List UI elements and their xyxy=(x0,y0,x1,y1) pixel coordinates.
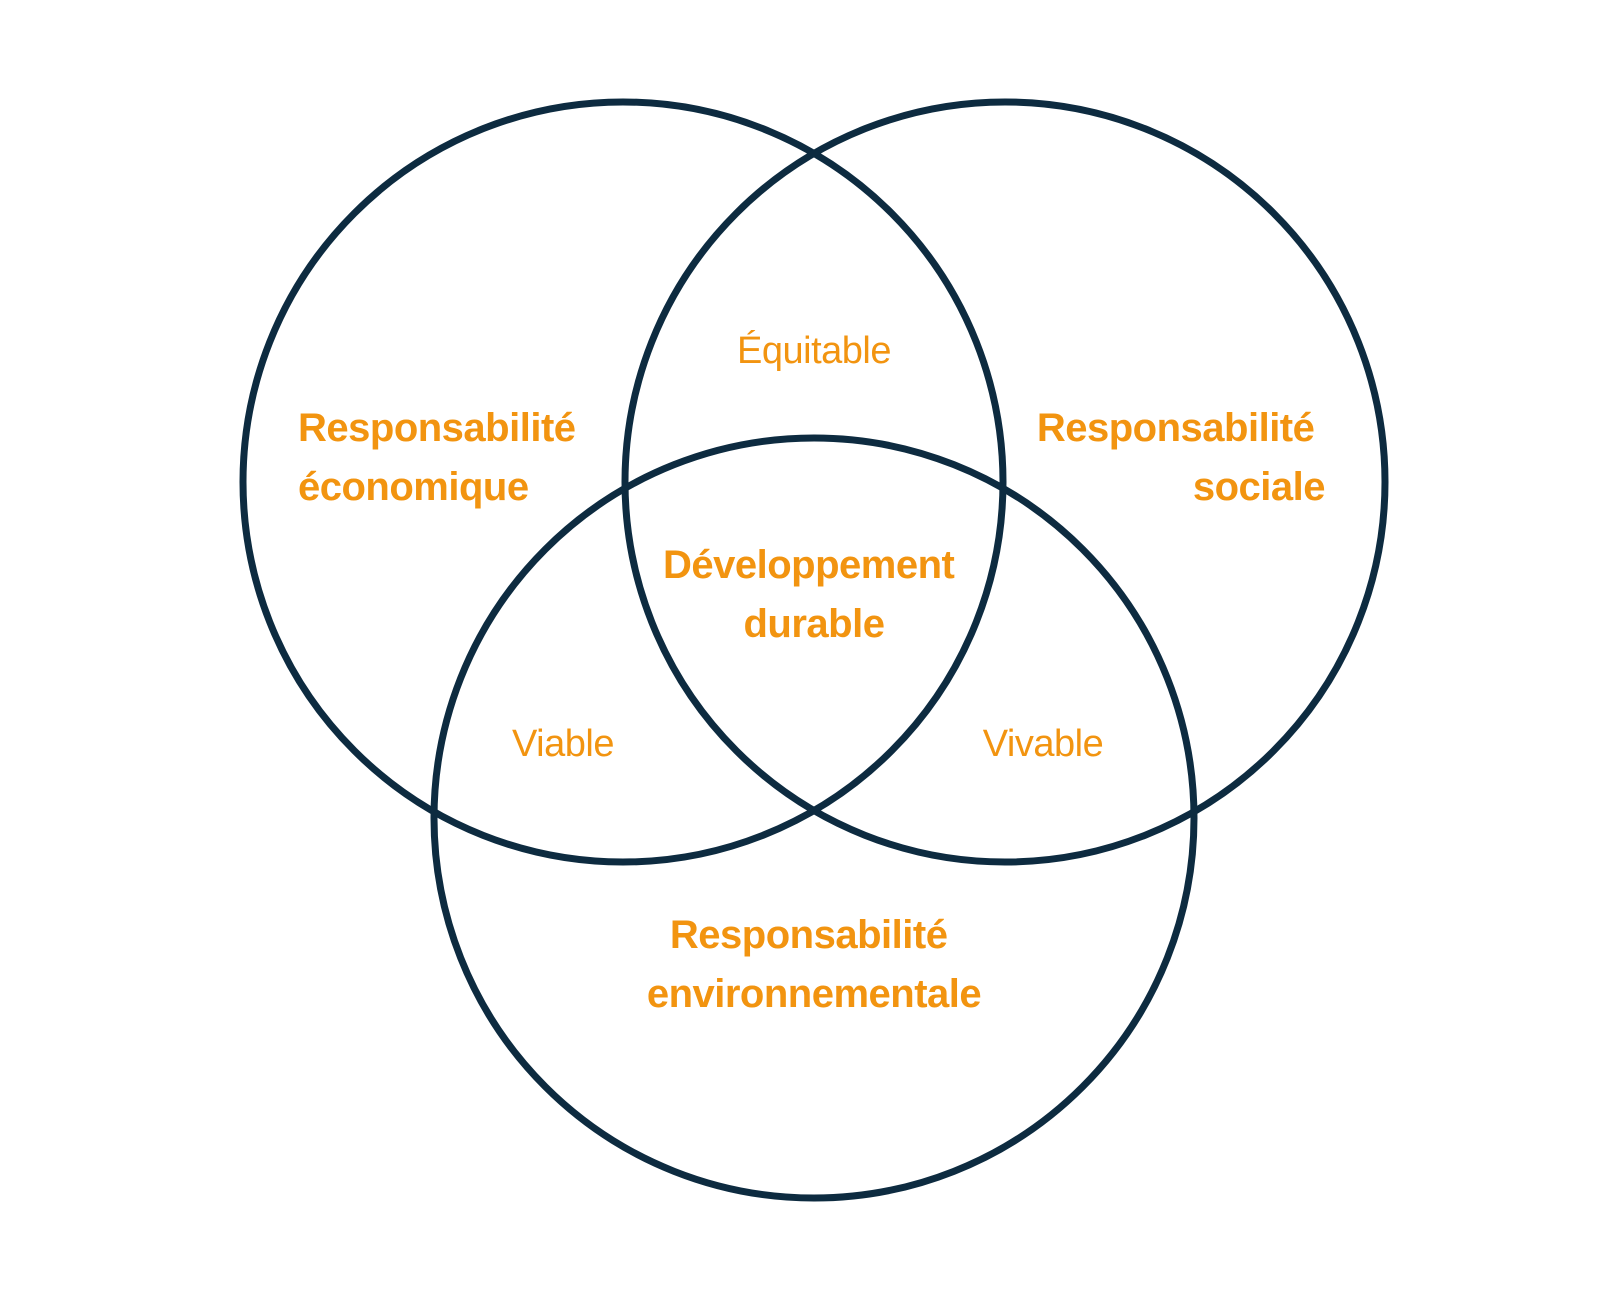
label-viable: Viable xyxy=(512,723,614,765)
label-economic-line2: économique xyxy=(298,465,529,509)
label-environmental-line2: environnementale xyxy=(647,972,981,1016)
label-sustainable-development: Développement durable xyxy=(663,543,965,646)
label-social-line2: sociale xyxy=(1193,465,1325,509)
label-environmental: Responsabilité environnementale xyxy=(647,913,981,1016)
label-environmental-line1: Responsabilité xyxy=(670,913,948,957)
label-vivable: Vivable xyxy=(983,723,1103,765)
circle-social xyxy=(621,98,1389,866)
label-center-line1: Développement xyxy=(663,543,955,587)
circle-economic xyxy=(239,98,1007,866)
label-social-line1: Responsabilité xyxy=(1037,406,1315,450)
label-center-line2: durable xyxy=(744,602,885,646)
label-social: Responsabilité sociale xyxy=(1037,406,1325,509)
label-economic: Responsabilité économique xyxy=(298,406,586,509)
circle-environmental xyxy=(430,434,1198,1202)
label-equitable: Équitable xyxy=(737,329,891,372)
label-economic-line1: Responsabilité xyxy=(298,406,576,450)
